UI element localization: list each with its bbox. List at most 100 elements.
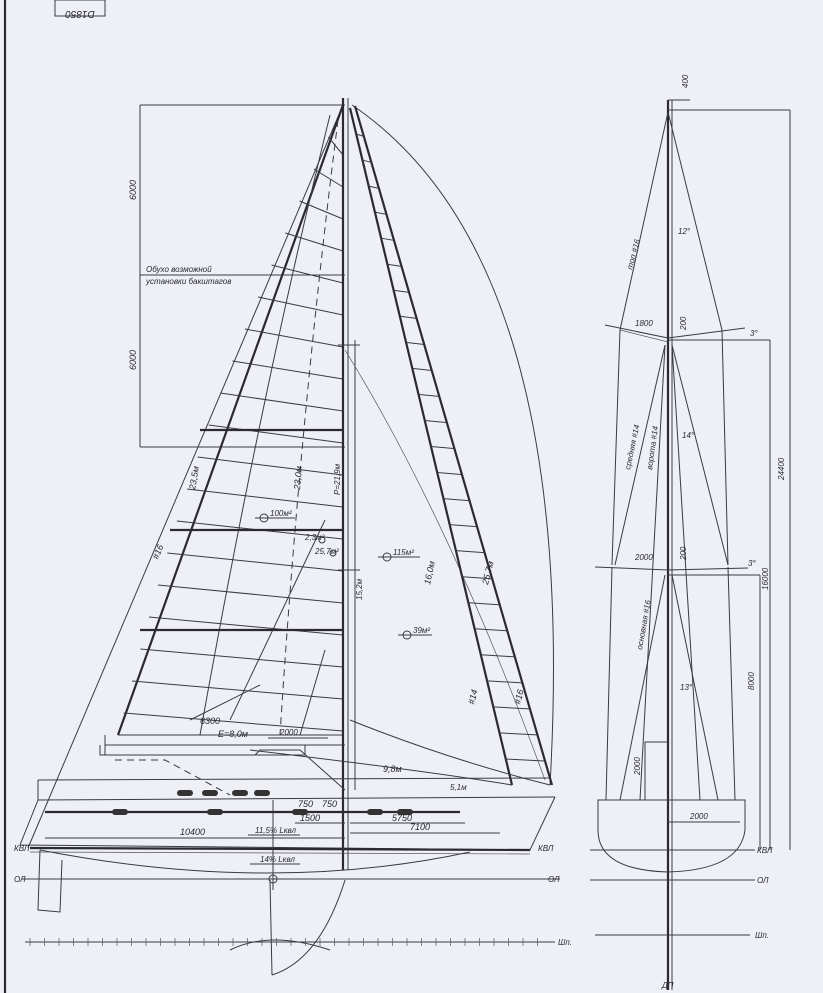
scale-end-label: Шп. — [558, 938, 572, 947]
jib-batten — [356, 133, 363, 137]
porthole — [367, 809, 383, 815]
jib-luff-label: 16,0м — [422, 560, 437, 585]
main-batten — [271, 264, 344, 284]
jib-batten — [424, 419, 446, 423]
dim-5750-label: 5750 — [392, 813, 412, 823]
angle-upper-label: 12° — [678, 227, 691, 236]
main-batten — [285, 232, 344, 252]
kvl-label: КВЛ — [757, 846, 773, 855]
jib-batten — [474, 628, 507, 632]
main-batten — [328, 136, 344, 156]
area-b-label: 25,7м² — [314, 547, 339, 556]
jib-batten — [406, 341, 424, 345]
dim-2000-vert-label: 2000 — [633, 757, 642, 776]
jib-stay-a-label: #14 — [466, 688, 479, 705]
ol-label: ОЛ — [757, 876, 769, 885]
jib-batten — [468, 602, 499, 606]
main-batten — [313, 168, 344, 188]
angle-mid-label: 14° — [682, 431, 695, 440]
front-view: 400 12° топ #16 1800 200 3° средняя #14 … — [590, 74, 791, 990]
porthole — [292, 809, 308, 815]
jib-batten — [362, 159, 371, 163]
jib: 115м² 39м² 16,0м 25,7м #14 #16 9,8м 5,1м — [249, 105, 554, 792]
foot-98-label: 9,8м — [383, 764, 402, 774]
boom-dim-label: 6300 — [200, 716, 220, 726]
dim-16000-label: 16000 — [761, 567, 770, 590]
dim-upper-label: 6000 — [128, 180, 138, 200]
main-batten — [257, 296, 344, 316]
main-leech-label: 23,5м — [187, 465, 201, 491]
main-batten — [244, 328, 344, 348]
mid-shroud-b-label: ворота #14 — [645, 425, 660, 470]
ol-right-label: ОЛ — [548, 875, 560, 884]
scale-end-front-label: Шп. — [755, 931, 769, 940]
stamp-box — [54, 0, 106, 17]
porthole — [254, 790, 270, 796]
angle-lower-label: 13° — [680, 683, 693, 692]
rudder — [37, 849, 63, 913]
main-batten — [131, 680, 344, 700]
spinnaker — [351, 104, 554, 786]
ol-left-label: ОЛ — [14, 875, 26, 884]
note-line1: Обухо возможной — [146, 265, 212, 274]
kvl-left-label: КВЛ — [14, 844, 30, 853]
main-batten — [123, 712, 344, 732]
jib-batten — [505, 758, 545, 762]
jib-batten — [399, 315, 416, 319]
main-batten — [167, 552, 344, 572]
spreader-upper-angle-label: 3° — [750, 329, 758, 338]
jib-batten — [462, 576, 492, 580]
frame-scale: Шп. — [25, 938, 572, 947]
porthole — [397, 809, 413, 815]
jib-batten — [418, 393, 439, 397]
main-batten — [232, 360, 344, 380]
hull-section — [597, 799, 746, 873]
jib-batten — [443, 498, 469, 502]
backstay-label: #16 — [151, 543, 166, 561]
mainsail: 23,5м 23,0м P=21,9м 100м² 2,3м² 25,7м² 6… — [104, 104, 345, 755]
dim-7100-label: 7100 — [410, 822, 430, 832]
jib-batten — [449, 524, 477, 528]
jib-batten — [455, 550, 484, 554]
jib-batten — [487, 680, 522, 684]
dp-label: ДП — [661, 981, 674, 990]
hull-side: КВЛ КВЛ ОЛ ОЛ 10400 7100 5750 1500 750 7… — [14, 728, 560, 976]
jib-batten — [387, 263, 401, 267]
keel — [229, 879, 346, 976]
jib-batten — [493, 706, 530, 710]
main-batten — [148, 616, 344, 636]
main-batten — [197, 456, 344, 476]
spreader-upper-h-label: 200 — [679, 316, 688, 331]
kvl-right-label: КВЛ — [538, 844, 554, 853]
dim-lower-label: 6000 — [128, 350, 138, 370]
main-batten — [140, 648, 344, 668]
jib-batten — [374, 211, 386, 215]
main-batten — [186, 488, 344, 508]
spreader-lower-angle-label: 3° — [748, 559, 756, 568]
jib-batten — [430, 446, 454, 449]
main-batten — [299, 200, 344, 220]
dim-8000-label: 8000 — [747, 672, 756, 690]
dim-total-label: 24400 — [777, 457, 786, 481]
porthole — [112, 809, 128, 815]
main-batten — [157, 584, 344, 604]
jib-batten — [393, 289, 409, 293]
waterline — [29, 846, 531, 852]
dim-750a-label: 750 — [298, 799, 313, 809]
dim-1500-label: 1500 — [300, 813, 320, 823]
spreader-upper-label: 1800 — [635, 319, 653, 328]
porthole — [207, 809, 223, 815]
jib-batten — [381, 237, 393, 241]
pct-14-label: 14% Lквл — [260, 855, 295, 864]
area-stay-label: 39м² — [413, 626, 430, 635]
mast: 15,2м — [338, 98, 364, 870]
dim-10400-label: 10400 — [180, 827, 205, 837]
cap-shroud-label: топ #16 — [625, 238, 642, 271]
jib-batten — [480, 654, 515, 658]
foot-51-label: 5,1м — [450, 783, 467, 792]
porthole — [202, 790, 218, 796]
jib-batten — [499, 732, 537, 736]
main-batten — [220, 392, 344, 412]
e-dim-label: E=8,0м — [218, 729, 248, 739]
dim-2000-label: 2000 — [279, 728, 298, 737]
